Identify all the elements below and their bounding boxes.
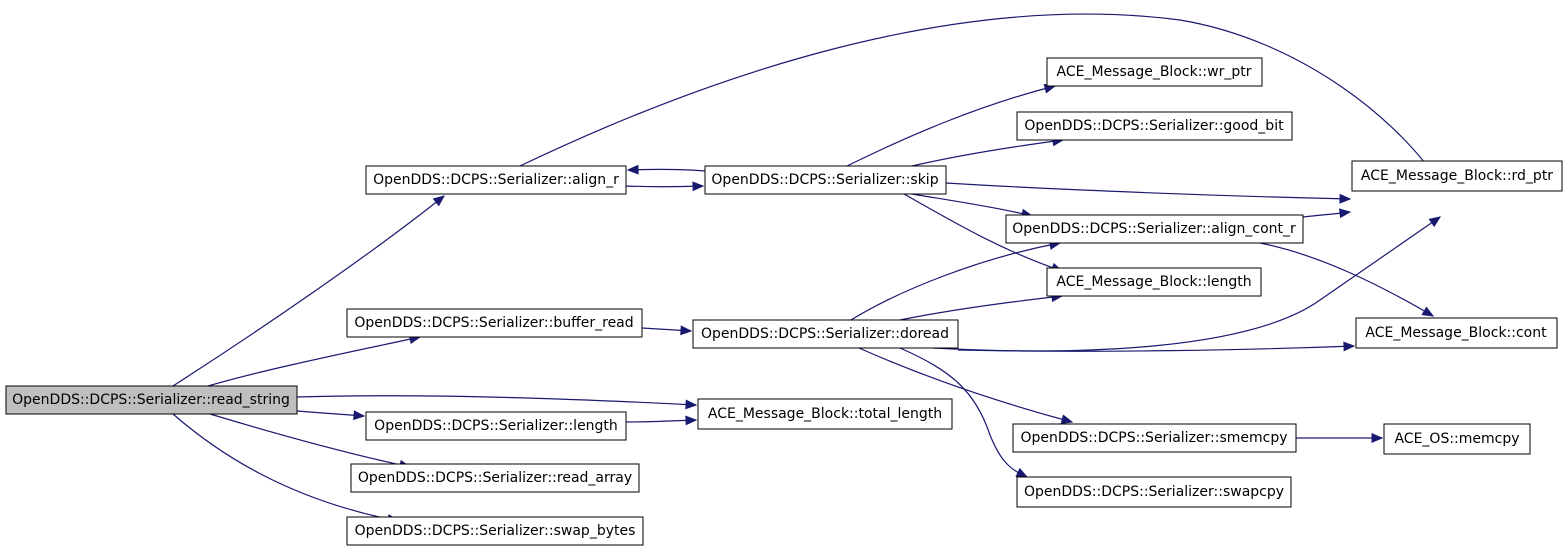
node-box xyxy=(1351,160,1563,192)
node-box xyxy=(704,165,947,195)
call-edges xyxy=(172,13,1444,524)
node-label: ACE_Message_Block::length xyxy=(1056,274,1251,290)
node-box xyxy=(365,165,627,195)
edge-doread-to-cont xyxy=(957,345,1355,352)
edge-read_string-to-align_r xyxy=(172,195,445,387)
edge-read_string-to-swap_bytes xyxy=(172,413,399,522)
node-label: OpenDDS::DCPS::Serializer::read_string xyxy=(12,392,290,408)
node-box xyxy=(365,411,627,441)
node-box xyxy=(5,385,298,415)
node-align-cont-r[interactable]: OpenDDS::DCPS::Serializer::align_cont_r xyxy=(1005,214,1304,244)
node-label: OpenDDS::DCPS::Serializer::swap_bytes xyxy=(355,523,636,539)
node-swapcpy[interactable]: OpenDDS::DCPS::Serializer::swapcpy xyxy=(1016,476,1292,508)
node-box xyxy=(1012,423,1297,453)
arrowhead-icon xyxy=(1060,414,1074,425)
node-wr-ptr[interactable]: ACE_Message_Block::wr_ptr xyxy=(1046,57,1263,87)
node-label: OpenDDS::DCPS::Serializer::skip xyxy=(711,172,938,188)
node-label: OpenDDS::DCPS::Serializer::smemcpy xyxy=(1020,430,1287,446)
node-box xyxy=(697,398,953,430)
node-memcpy[interactable]: ACE_OS::memcpy xyxy=(1383,423,1531,455)
arrowhead-icon xyxy=(1339,193,1352,204)
node-label: OpenDDS::DCPS::Serializer::doread xyxy=(701,326,949,342)
node-length[interactable]: OpenDDS::DCPS::Serializer::length xyxy=(365,411,627,441)
edge-read_string-to-buffer_read xyxy=(207,336,421,387)
node-label: OpenDDS::DCPS::Serializer::good_bit xyxy=(1024,118,1284,134)
edge-skip-to-mb_length xyxy=(903,193,1063,272)
node-box xyxy=(1355,317,1558,349)
node-box xyxy=(350,463,640,493)
edge-length-to-total_length xyxy=(625,419,697,423)
edge-read_string-to-total_length xyxy=(296,395,697,406)
node-label: OpenDDS::DCPS::Serializer::read_array xyxy=(358,470,632,486)
node-box xyxy=(1383,423,1531,455)
arrowhead-icon xyxy=(1421,306,1435,317)
node-buffer-read[interactable]: OpenDDS::DCPS::Serializer::buffer_read xyxy=(346,308,643,338)
arrowhead-icon xyxy=(432,195,446,207)
node-box xyxy=(1005,214,1304,244)
node-label: ACE_OS::memcpy xyxy=(1394,431,1519,447)
node-box xyxy=(1046,57,1263,87)
node-box xyxy=(692,319,959,349)
node-smemcpy[interactable]: OpenDDS::DCPS::Serializer::smemcpy xyxy=(1012,423,1297,453)
arrowhead-icon xyxy=(353,410,366,421)
edge-skip-to-align_r xyxy=(627,168,706,172)
arrowhead-icon xyxy=(1338,208,1352,219)
node-box xyxy=(1016,476,1292,508)
arrowhead-icon xyxy=(626,164,639,175)
node-read-array[interactable]: OpenDDS::DCPS::Serializer::read_array xyxy=(350,463,640,493)
arrowhead-icon xyxy=(692,181,705,192)
edge-align_r-to-rd_ptr xyxy=(519,13,1444,189)
node-label: OpenDDS::DCPS::Serializer::length xyxy=(374,418,618,434)
node-box xyxy=(1046,267,1262,297)
node-label: ACE_Message_Block::rd_ptr xyxy=(1361,168,1553,184)
node-label: OpenDDS::DCPS::Serializer::align_r xyxy=(373,172,619,188)
arrowhead-icon xyxy=(685,415,698,426)
node-label: OpenDDS::DCPS::Serializer::buffer_read xyxy=(354,315,633,331)
node-total-length[interactable]: ACE_Message_Block::total_length xyxy=(697,398,953,430)
node-cont[interactable]: ACE_Message_Block::cont xyxy=(1355,317,1558,349)
edge-skip-to-rd_ptr xyxy=(945,182,1351,200)
node-label: OpenDDS::DCPS::Serializer::swapcpy xyxy=(1024,484,1284,500)
node-swap-bytes[interactable]: OpenDDS::DCPS::Serializer::swap_bytes xyxy=(346,516,644,546)
edge-doread-to-smemcpy xyxy=(858,347,1073,423)
edge-read_string-to-read_array xyxy=(209,413,411,468)
edge-doread-to-swapcpy xyxy=(899,347,1028,478)
node-good-bit[interactable]: OpenDDS::DCPS::Serializer::good_bit xyxy=(1016,111,1293,141)
node-box xyxy=(1016,111,1293,141)
arrowhead-icon xyxy=(1428,216,1442,228)
edge-align_cont_r-to-cont xyxy=(1259,242,1434,317)
arrowhead-icon xyxy=(1343,341,1356,352)
edge-align_r-to-skip xyxy=(625,185,704,188)
arrowhead-icon xyxy=(1371,433,1384,443)
edge-skip-to-align_cont_r xyxy=(911,193,1033,217)
node-doread[interactable]: OpenDDS::DCPS::Serializer::doread xyxy=(692,319,959,349)
node-label: ACE_Message_Block::wr_ptr xyxy=(1057,64,1252,80)
arrowhead-icon xyxy=(680,325,693,336)
node-rd-ptr[interactable]: ACE_Message_Block::rd_ptr xyxy=(1351,160,1563,192)
arrowhead-icon xyxy=(685,399,698,410)
node-mb-length[interactable]: ACE_Message_Block::length xyxy=(1046,267,1262,297)
node-label: ACE_Message_Block::cont xyxy=(1365,325,1547,341)
node-read-string[interactable]: OpenDDS::DCPS::Serializer::read_string xyxy=(5,385,298,415)
edge-skip-to-good_bit xyxy=(911,139,1064,167)
node-box xyxy=(346,308,643,338)
arrowhead-icon xyxy=(1015,467,1029,478)
edge-skip-to-wr_ptr xyxy=(846,85,1056,167)
edge-doread-to-mb_length xyxy=(899,295,1063,321)
node-skip[interactable]: OpenDDS::DCPS::Serializer::skip xyxy=(704,165,947,195)
node-label: ACE_Message_Block::total_length xyxy=(708,406,942,422)
edge-doread-to-align_cont_r xyxy=(850,242,1061,321)
node-box xyxy=(346,516,644,546)
node-label: OpenDDS::DCPS::Serializer::align_cont_r xyxy=(1012,221,1296,237)
node-align-r[interactable]: OpenDDS::DCPS::Serializer::align_r xyxy=(365,165,627,195)
